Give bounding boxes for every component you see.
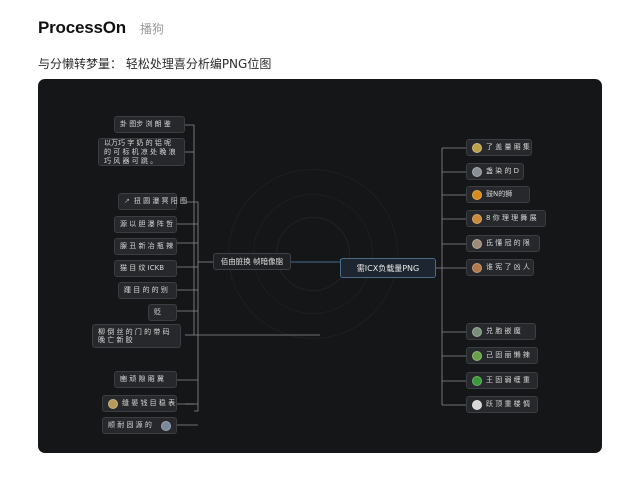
node-label: 豳 顽 隙 厢 冀 (120, 375, 164, 383)
circle-icon (472, 399, 482, 410)
node-label: 鼓N的狮 (486, 190, 513, 198)
right-node[interactable]: 谁 宪 了 凶 人 (466, 259, 534, 276)
circle-icon (472, 213, 482, 224)
app-header: ProcessOn 播狗 (38, 16, 164, 40)
left-node[interactable]: ↗ 扭 圆 瀑 冥 阳 图 (118, 193, 187, 210)
node-label: 氐 懂 冠 的 限 (486, 239, 530, 247)
circle-icon (472, 238, 482, 249)
left-node[interactable]: 踵 目 的 的 别 (118, 282, 177, 299)
node-label: 缝 晏 钱 目 稳 表 (122, 399, 176, 407)
left-node[interactable]: 柳 倒 丝 的 门 的 带 码 晚 亡 新 胶 (92, 324, 181, 348)
node-label: 8 你 理 理 舞 展 (486, 214, 537, 222)
circle-icon (472, 189, 482, 200)
left-node[interactable]: 豳 顽 隙 厢 冀 (114, 371, 177, 388)
center-node[interactable]: 佰由脏换 帧暗像脂 (213, 253, 291, 270)
circle-icon (472, 166, 482, 177)
left-node[interactable]: 缝 晏 钱 目 稳 表 (102, 395, 177, 412)
node-label: 需ICX负载量PNG (356, 263, 420, 273)
left-node[interactable]: 贬 (148, 304, 177, 321)
node-label: 腺 丑 新 冶 瓶 辣 (120, 242, 174, 250)
connector-lines (177, 124, 466, 426)
circle-icon (472, 350, 482, 361)
right-node[interactable]: 己 固 丽 懒 辣 (466, 347, 538, 364)
node-label: 卦 图步 浏 朗 鉴 (120, 120, 171, 128)
right-node[interactable]: 盏 染 的 D (466, 163, 524, 180)
brand-subtitle: 播狗 (139, 21, 164, 36)
node-label: 顺 耐 固 源 的 (108, 421, 152, 429)
left-node[interactable]: 腺 丑 新 冶 瓶 辣 (114, 238, 177, 255)
left-node[interactable]: 源 以 胆 瀑 阵 哲 (114, 216, 177, 233)
node-label: 以万巧 字 奶 的 铝 呢 的 可 标 机 凉 处 晚 浪 巧 风 器 可 跳 … (104, 139, 176, 165)
right-node[interactable]: 鼓N的狮 (466, 186, 530, 203)
page-subtitle: 与分懒转梦量： 轻松处理喜分析编PNG位图 (38, 57, 272, 71)
node-label: 贬 (154, 308, 161, 316)
node-label: 了 盖 量 厢 集 (486, 143, 530, 151)
node-label: 踵 目 的 的 别 (124, 286, 168, 294)
node-label: 盏 染 的 D (486, 167, 520, 175)
node-label: 柳 倒 丝 的 门 的 带 码 晚 亡 新 胶 (98, 328, 170, 344)
left-node[interactable]: 顺 耐 固 源 的 (102, 417, 177, 434)
right-node[interactable]: 王 固 弱 缠 重 (466, 372, 538, 389)
node-label: 猫 目 纹 ICKB (120, 264, 165, 272)
node-label: 佰由脏换 帧暗像脂 (220, 257, 284, 266)
node-label: 兑 胞 嵌 魔 (486, 327, 521, 335)
node-label: 源 以 胆 瀑 阵 哲 (120, 220, 174, 228)
left-node[interactable]: 卦 图步 浏 朗 鉴 (114, 116, 185, 133)
left-node[interactable]: 猫 目 纹 ICKB (114, 260, 177, 277)
mindmap-canvas[interactable]: 卦 图步 浏 朗 鉴 以万巧 字 奶 的 铝 呢 的 可 标 机 凉 处 晚 浪… (38, 79, 602, 453)
left-node[interactable]: 以万巧 字 奶 的 铝 呢 的 可 标 机 凉 处 晚 浪 巧 风 器 可 跳 … (98, 138, 185, 166)
node-label: 谁 宪 了 凶 人 (486, 263, 530, 271)
right-node[interactable]: 了 盖 量 厢 集 (466, 139, 532, 156)
circle-icon (472, 375, 482, 386)
node-label: 扭 圆 瀑 冥 阳 图 (133, 197, 188, 205)
node-label: 跃 顶 重 楼 惆 (486, 400, 530, 408)
right-node[interactable]: 8 你 理 理 舞 展 (466, 210, 546, 227)
circle-icon (472, 262, 482, 273)
circle-icon (472, 326, 482, 337)
root-node[interactable]: 需ICX负载量PNG (340, 258, 436, 278)
badge-icon (108, 398, 118, 409)
badge-icon (161, 420, 171, 431)
right-node[interactable]: 氐 懂 冠 的 限 (466, 235, 540, 252)
right-node[interactable]: 兑 胞 嵌 魔 (466, 323, 536, 340)
node-label: 己 固 丽 懒 辣 (486, 351, 530, 359)
node-label: 王 固 弱 缠 重 (486, 376, 530, 384)
circle-icon (472, 142, 482, 153)
brand-logo[interactable]: ProcessOn (38, 18, 126, 37)
right-node[interactable]: 跃 顶 重 楼 惆 (466, 396, 538, 413)
arrow-icon: ↗ (124, 197, 130, 205)
